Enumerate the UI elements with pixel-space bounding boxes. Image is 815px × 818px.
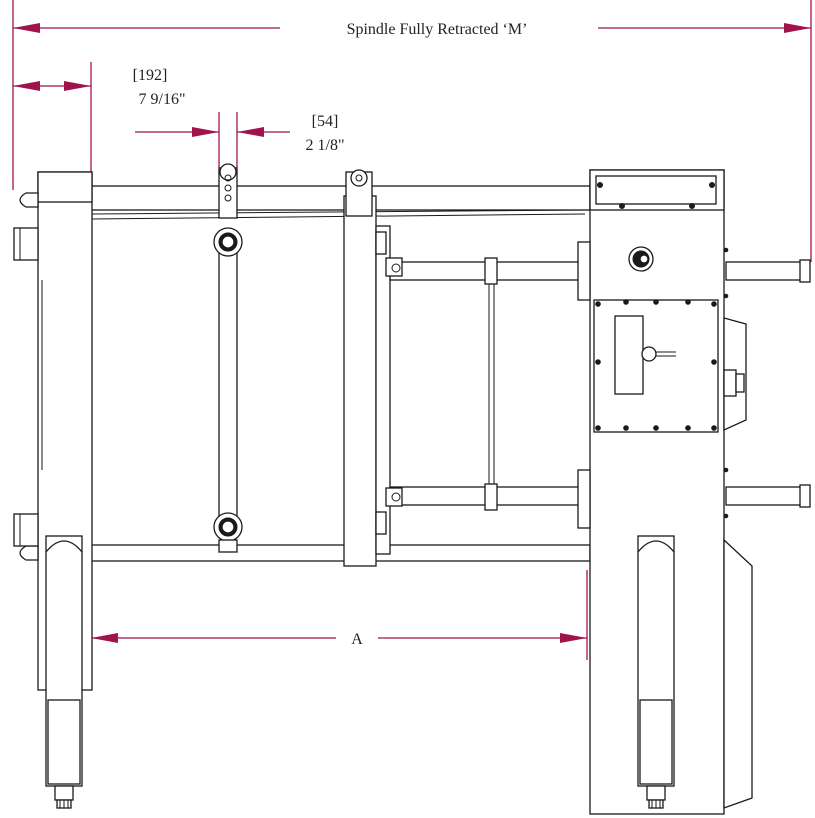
guide-rails [39, 185, 591, 562]
clamp-bar [213, 163, 243, 553]
clamp-width-dimension: [54] 2 1/8" [135, 112, 344, 168]
opening-label: A [351, 631, 363, 648]
left-offset-dimension: [192] 7 9/16" [13, 62, 185, 172]
opening-dimension: A [90, 570, 588, 660]
overall-dimension-label: Spindle Fully Retracted ‘M’ [347, 21, 528, 38]
clamp-width-in-label: 2 1/8" [306, 137, 345, 154]
overall-dimension: Spindle Fully Retracted ‘M’ [12, 0, 812, 262]
tie-rods [385, 257, 811, 511]
left-offset-mm-label: [192] [133, 67, 168, 84]
left-offset-in-label: 7 9/16" [139, 91, 186, 108]
clamp-width-mm-label: [54] [312, 113, 339, 130]
right-head [577, 169, 753, 815]
left-foot [45, 535, 83, 809]
moving-plate [343, 169, 391, 567]
